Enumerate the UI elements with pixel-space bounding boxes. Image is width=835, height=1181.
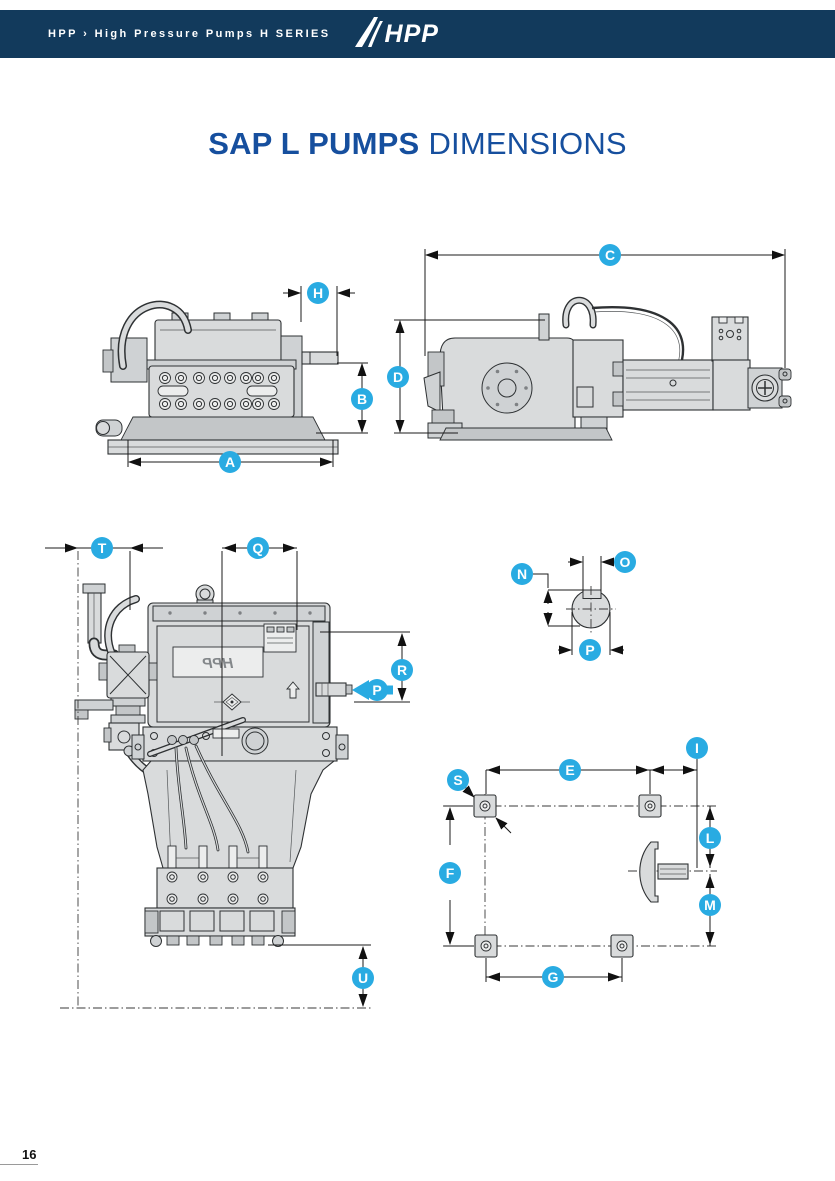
rear-view-drawing: HPP — [45, 543, 410, 1009]
dim-badge-m: M — [699, 894, 721, 916]
dim-badge-a: A — [219, 451, 241, 473]
front-view-drawing — [95, 286, 368, 467]
dim-badge-l: L — [699, 827, 721, 849]
logo-text: HPP — [384, 19, 439, 48]
hpp-logo: HPP — [354, 16, 439, 53]
dimension-o-lines — [568, 556, 616, 592]
shaft-section-drawing — [533, 556, 624, 655]
mounting-pads — [473, 794, 662, 958]
dim-badge-c: C — [599, 244, 621, 266]
dim-badge-q: Q — [247, 537, 269, 559]
dim-badge-r: R — [391, 659, 413, 681]
breadcrumb: HPP › High Pressure Pumps H SERIES — [48, 28, 331, 40]
dim-badge-u: U — [352, 967, 374, 989]
shaft-end-piece — [639, 841, 689, 903]
dim-badge-i: I — [686, 737, 708, 759]
page-number: 16 — [22, 1147, 37, 1162]
mounting-pattern-drawing — [443, 759, 717, 982]
dimension-h-lines — [283, 286, 355, 356]
hpp-swoosh-icon — [354, 16, 383, 53]
dim-badge-n: N — [511, 563, 533, 585]
dim-badge-e: E — [559, 759, 581, 781]
dim-badge-s: S — [447, 769, 469, 791]
valve-caps — [159, 372, 280, 410]
dim-badge-d: D — [387, 366, 409, 388]
dim-badge-f: F — [439, 862, 461, 884]
dim-badge-o: O — [614, 551, 636, 573]
footer-rule — [0, 1164, 38, 1165]
dim-badge-p-shaft: P — [579, 639, 601, 661]
dimension-s-lines — [462, 785, 512, 834]
pump-logo-mirrored: HPP — [202, 655, 234, 672]
title-product: SAP L PUMPS — [208, 126, 420, 161]
dim-badge-h: H — [307, 282, 329, 304]
header-bar: HPP › High Pressure Pumps H SERIES HPP — [0, 10, 835, 58]
dimension-c-lines — [424, 249, 786, 368]
dimension-u-lines — [60, 944, 371, 1009]
side-view-drawing — [394, 249, 792, 441]
dimension-i-lines — [650, 759, 698, 868]
dim-badge-p-side: P — [366, 679, 388, 701]
dimension-n-lines — [533, 573, 583, 627]
dimension-p-shaft-lines — [558, 612, 624, 655]
dim-badge-b: B — [351, 388, 373, 410]
title-suffix: DIMENSIONS — [428, 126, 627, 161]
dimension-f-lines — [444, 805, 474, 947]
dim-badge-t: T — [91, 537, 113, 559]
dimension-a-lines — [127, 440, 334, 467]
dim-badge-g: G — [542, 966, 564, 988]
